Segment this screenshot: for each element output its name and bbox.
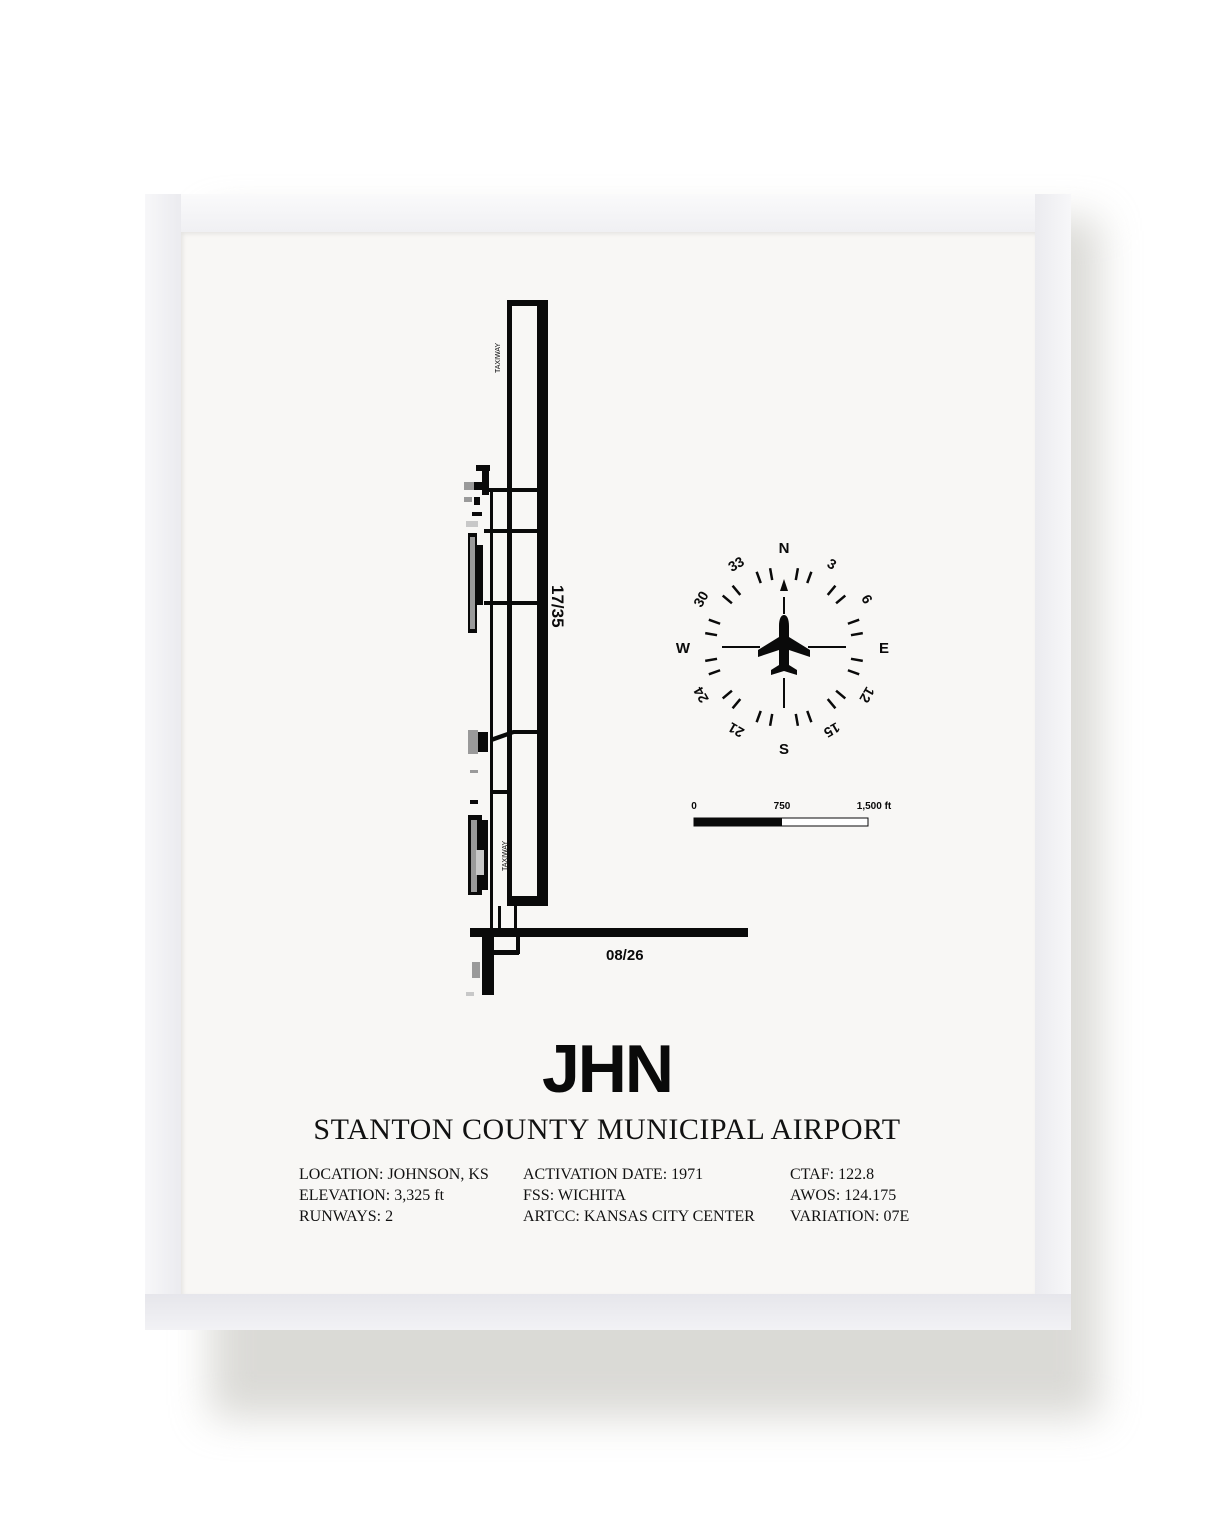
compass-tick: [708, 618, 721, 625]
compass-tick: [847, 618, 860, 625]
frame-bottom-edge: [145, 1294, 1071, 1330]
buildings: [464, 465, 490, 996]
frame-right-edge: [1035, 194, 1071, 1330]
compass-heading-3: 3: [825, 555, 840, 573]
airport-name: STANTON COUNTY MUNICIPAL AIRPORT: [313, 1113, 901, 1146]
compass-e: E: [879, 640, 889, 657]
runway-08-26-label: 08/26: [606, 947, 644, 964]
runway-08-26: [470, 928, 748, 995]
compass-heading-30: 30: [690, 588, 712, 610]
info-activation-date: ACTIVATION DATE: 1971: [523, 1166, 704, 1183]
taxiway-label-south: TAXIWAY: [502, 840, 509, 871]
compass-tick: [850, 657, 864, 663]
compass-heading-12: 12: [856, 684, 878, 706]
compass-tick: [731, 698, 742, 710]
airplane-icon: [758, 615, 810, 675]
compass-tick: [704, 631, 718, 637]
info-elevation: ELEVATION: 3,325 ft: [299, 1187, 445, 1204]
compass-tick: [835, 689, 847, 700]
info-location: LOCATION: JOHNSON, KS: [299, 1166, 489, 1183]
compass-tick: [704, 657, 718, 663]
info-column-2: ACTIVATION DATE: 1971 FSS: WICHITA ARTCC…: [523, 1164, 755, 1227]
compass-heading-24: 24: [690, 684, 712, 706]
info-artcc: ARTCC: KANSAS CITY CENTER: [523, 1208, 755, 1225]
info-variation: VARIATION: 07E: [790, 1208, 910, 1225]
compass-n: N: [779, 540, 790, 557]
compass-tick: [708, 669, 721, 676]
info-column-1: LOCATION: JOHNSON, KS ELEVATION: 3,325 f…: [299, 1164, 489, 1227]
north-arrow-icon: [780, 579, 788, 591]
compass-tick: [826, 698, 837, 710]
info-runways: RUNWAYS: 2: [299, 1208, 394, 1225]
compass-tick: [768, 713, 774, 727]
compass-heading-15: 15: [821, 719, 843, 741]
compass-tick: [721, 594, 733, 605]
compass-heading-21: 21: [725, 719, 747, 741]
poster-mat: [181, 232, 1035, 1294]
compass-tick: [826, 584, 837, 596]
compass-tick: [850, 631, 864, 637]
scale-label-750: 750: [774, 801, 791, 812]
compass-heading-33: 33: [725, 553, 747, 575]
scale-bar: 0 750 1,500 ft: [691, 801, 892, 827]
runway-17-35-label: 17/35: [548, 585, 567, 628]
compass-tick: [731, 584, 742, 596]
compass-rose: N E S W 3 6 12 15 21 24 30 33: [676, 540, 889, 758]
info-awos: AWOS: 124.175: [790, 1187, 897, 1204]
compass-tick: [794, 713, 800, 727]
compass-s: S: [779, 741, 789, 758]
scale-label-0: 0: [691, 801, 697, 812]
info-fss: FSS: WICHITA: [523, 1187, 626, 1204]
compass-w: W: [676, 640, 691, 657]
frame-left-edge: [145, 194, 181, 1330]
parallel-taxiway: [484, 488, 540, 936]
compass-tick: [835, 594, 847, 605]
compass-tick: [768, 567, 774, 581]
compass-tick: [755, 710, 762, 723]
scale-label-1500: 1,500 ft: [857, 801, 892, 812]
compass-tick: [847, 669, 860, 676]
compass-tick: [806, 571, 813, 584]
info-column-3: CTAF: 122.8 AWOS: 124.175 VARIATION: 07E: [790, 1164, 909, 1227]
compass-tick: [721, 689, 733, 700]
compass-tick: [806, 710, 813, 723]
frame-top-edge: [145, 194, 1071, 232]
compass-tick: [794, 567, 800, 581]
airport-code: JHN: [541, 1031, 674, 1107]
taxiway-label-north: TAXIWAY: [495, 342, 502, 373]
info-ctaf: CTAF: 122.8: [790, 1166, 875, 1183]
compass-tick: [755, 571, 762, 584]
compass-heading-6: 6: [858, 592, 876, 607]
